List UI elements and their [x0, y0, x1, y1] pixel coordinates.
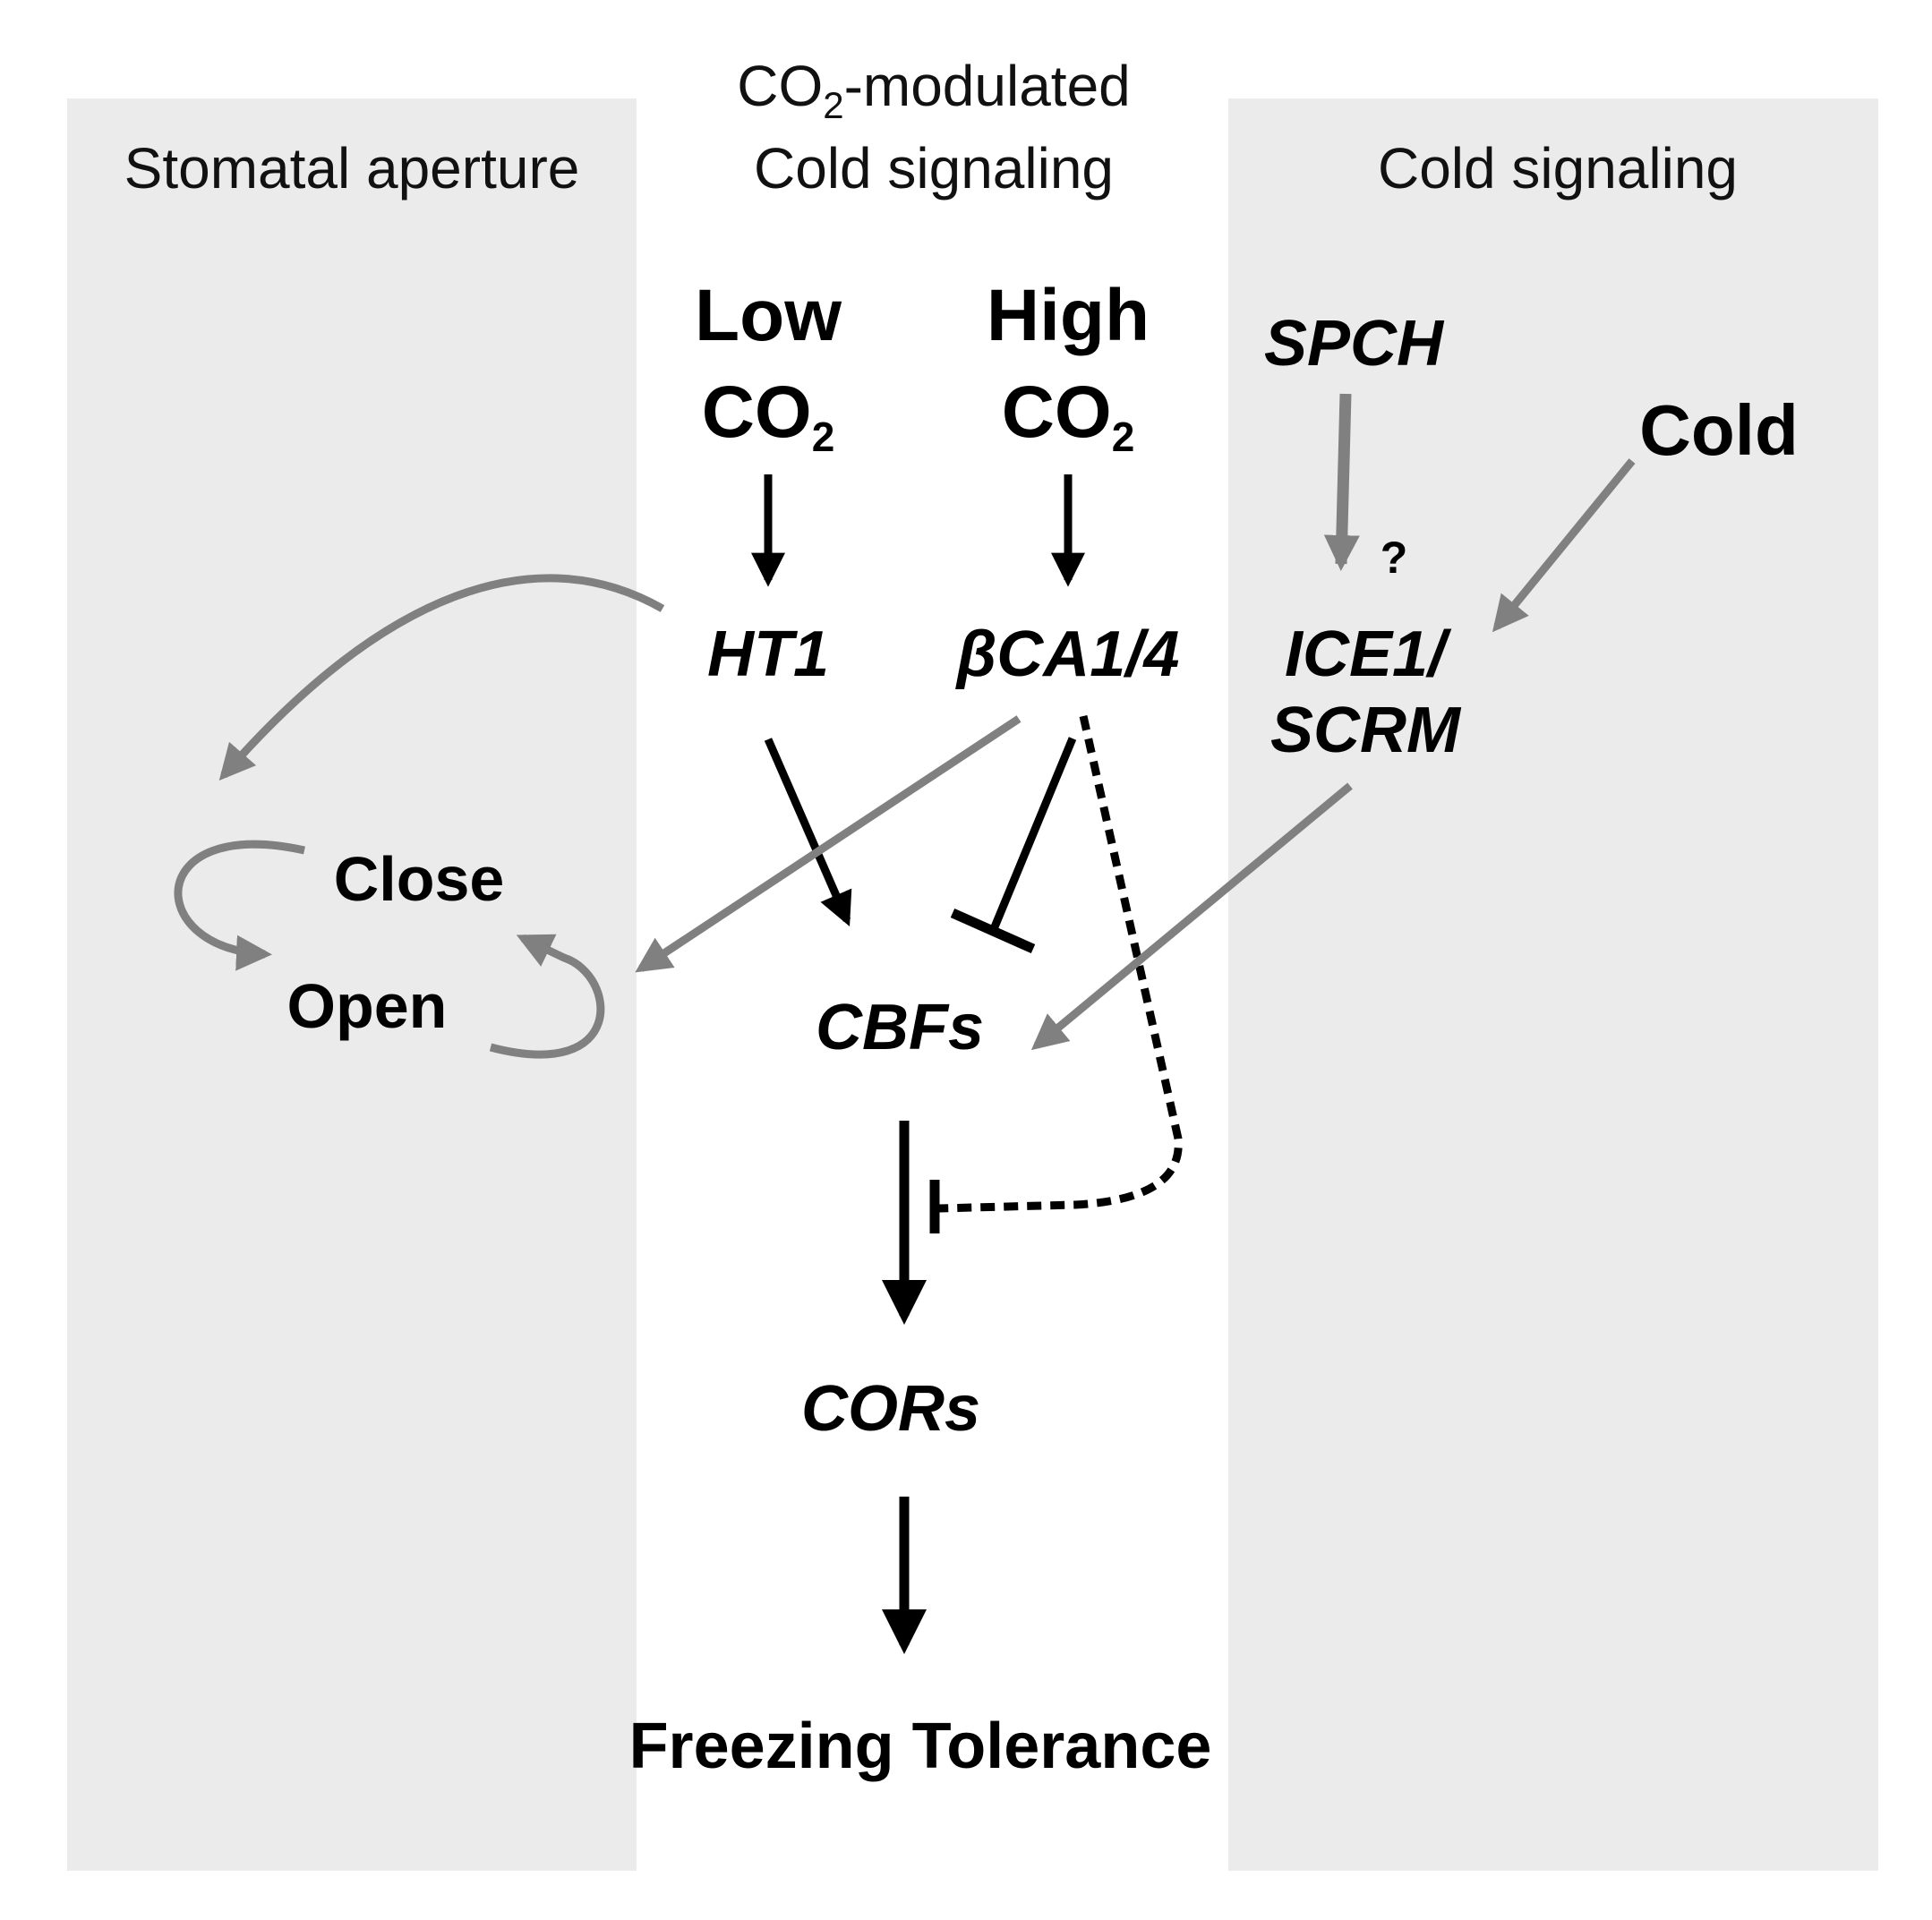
arrow-bca-to-open — [635, 715, 1022, 973]
panel-label-co2-modulated: CO2-modulated — [737, 54, 1131, 126]
low-co2-label: Low — [695, 275, 842, 356]
ice1-label: ICE1/ — [1285, 619, 1452, 690]
bca-label: βCA1/4 — [955, 619, 1180, 690]
spch-label: SPCH — [1264, 308, 1445, 380]
arrow-ht1-to-stomata — [218, 574, 665, 781]
question-mark: ? — [1381, 533, 1408, 583]
inhibit-bar-cbfs — [950, 908, 1036, 954]
high-co2-label: High — [987, 275, 1150, 356]
cold-label: Cold — [1639, 390, 1799, 470]
low-co2-formula: CO2 — [702, 371, 835, 460]
ht1-label: HT1 — [707, 619, 829, 690]
panel-cold-signaling — [1228, 98, 1878, 1871]
arrow-cold-to-ice1 — [1492, 458, 1636, 633]
close-label: Close — [334, 844, 505, 914]
cycle-arrow-close-to-open — [174, 840, 305, 971]
inhibit-bca-to-cbfs — [989, 737, 1077, 931]
cors-label: CORs — [801, 1373, 980, 1445]
cbfs-label: CBFs — [816, 992, 984, 1063]
panel-label-cold-signaling: Cold signaling — [1378, 136, 1738, 201]
scrm-label: SCRM — [1270, 695, 1462, 766]
open-label: Open — [287, 971, 448, 1041]
cycle-arrow-open-to-close — [489, 934, 605, 1059]
panel-label-co2-cold-signaling: Cold signaling — [754, 136, 1114, 201]
panel-stomatal-aperture — [67, 98, 637, 1871]
arrow-spch-to-ice1 — [1323, 393, 1360, 571]
arrow-ht1-to-cbfs — [764, 738, 852, 926]
high-co2-formula: CO2 — [1002, 371, 1135, 460]
freezing-tolerance-label: Freezing Tolerance — [629, 1711, 1212, 1782]
panel-label-stomatal-aperture: Stomatal aperture — [124, 136, 580, 201]
arrow-ice1-to-cbfs — [1030, 782, 1353, 1051]
